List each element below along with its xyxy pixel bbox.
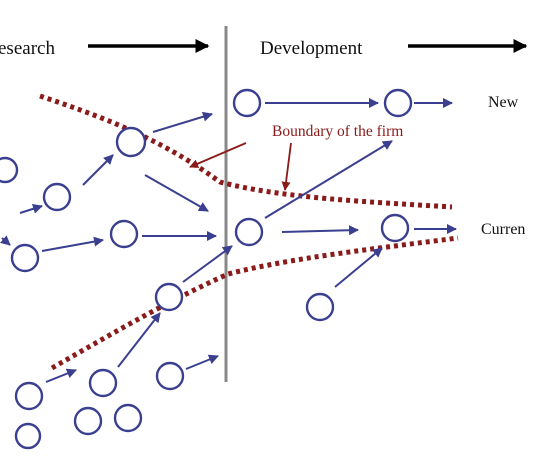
project-node-circle [234,217,264,247]
flow-arrow [334,247,383,288]
boundary-upper-line [39,93,453,210]
flow-arrow [45,368,77,383]
flow-arrow [264,140,393,219]
boundary-pointer-arrow-left [189,142,247,168]
boundary-pointer-arrow-down [281,142,292,191]
boundary-lower-line [50,235,459,371]
project-node-circle [305,292,335,322]
project-node-circle [115,126,147,158]
flow-arrow [0,235,11,246]
flow-arrow [82,154,114,186]
project-node-circle [0,156,19,184]
flow-arrow [182,245,233,283]
flow-arrow [117,312,161,368]
project-node-circle [154,282,184,312]
project-node-circle [73,406,103,436]
project-node-circle [380,213,410,243]
current-market-label: Curren [481,221,525,238]
project-node-circle [88,368,118,398]
flow-arrow [144,174,209,212]
project-node-circle [109,219,139,249]
flow-arrow [152,111,213,133]
boundary-of-firm-label: Boundary of the firm [272,123,403,140]
project-node-circle [14,422,42,450]
research-label: esearch [0,38,55,59]
project-node-circle [113,403,143,433]
project-node-circle [232,88,262,118]
development-label: Development [260,38,363,59]
flow-arrow [41,236,104,252]
flow-arrow [185,354,219,370]
flow-arrow [281,225,359,236]
project-node-circle [42,182,72,212]
project-node-circle [155,361,185,391]
flow-arrow [19,203,43,214]
new-market-label: New [488,94,519,111]
project-node-circle [14,381,44,411]
project-node-circle [10,243,40,273]
project-node-circle [383,88,413,118]
